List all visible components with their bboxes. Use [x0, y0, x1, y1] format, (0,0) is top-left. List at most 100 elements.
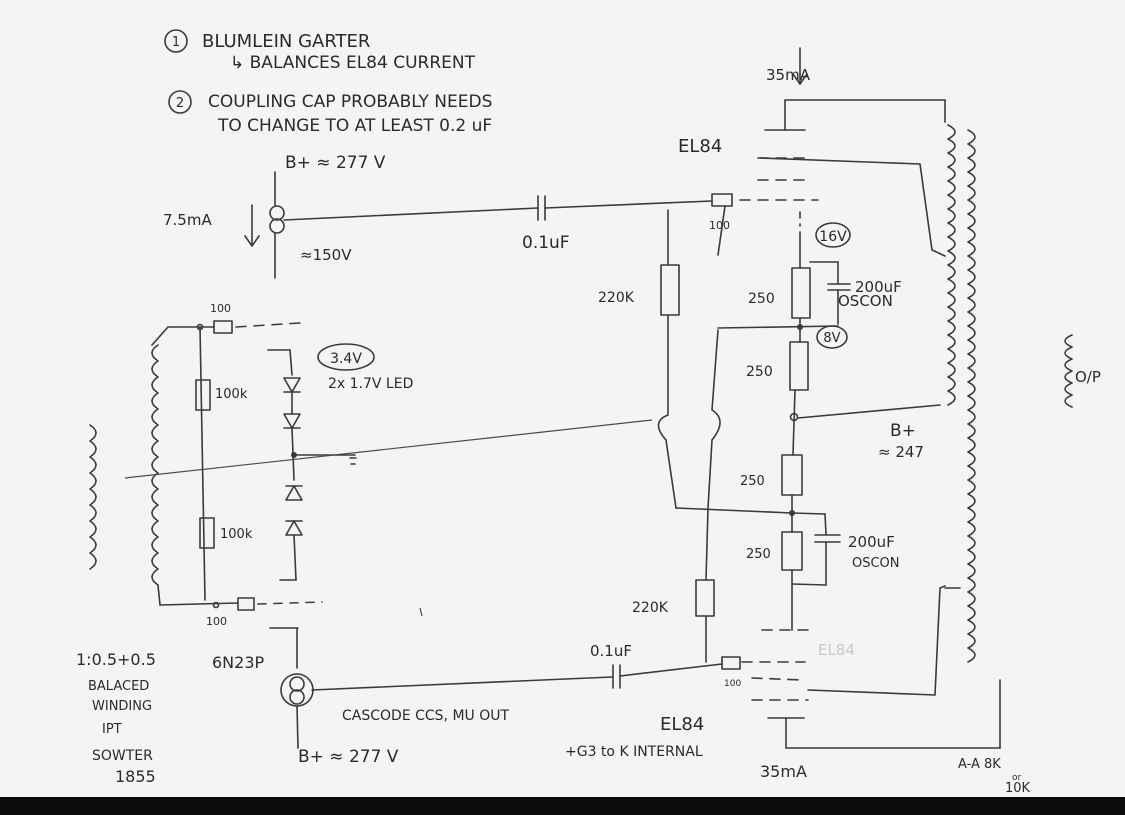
cap1-value: 200uF	[855, 278, 902, 296]
current-arrow-left-head	[244, 235, 260, 247]
led-string-bottom	[293, 534, 297, 581]
stray-mark	[419, 607, 423, 617]
bottom-black-bar	[0, 797, 1125, 815]
note-2-circle	[168, 90, 192, 114]
grid-stopper-top	[711, 193, 733, 207]
output-transformer-primary-upper	[947, 124, 956, 406]
bottom-grid-2	[751, 677, 803, 681]
bplus-right-line2: ≈ 247	[878, 443, 924, 461]
cathode-resistor-4-label: 250	[746, 547, 771, 562]
junction-dot-2	[789, 412, 799, 422]
cathode-resistor-2	[789, 341, 809, 391]
coupling-cap-bottom-label: 0.1uF	[590, 642, 632, 660]
led-diode-1	[283, 377, 301, 393]
top-signal-wire-a	[283, 207, 539, 221]
mid-node-wire	[717, 325, 839, 329]
load-line1: A-A 8K	[958, 757, 1001, 772]
grid-resistor-bottom	[695, 579, 715, 617]
input-top-dash	[235, 322, 301, 328]
grid-stopper-in-top-label: 100	[210, 302, 231, 315]
mid-signal-wire	[124, 419, 653, 479]
output-label: O/P	[1075, 368, 1101, 386]
note-1-line2: ↳ BALANCES EL84 CURRENT	[230, 53, 476, 73]
cathode-resistor-1	[791, 267, 811, 319]
bplus-top-left-label: B+ ≈ 277 V	[285, 153, 386, 173]
cap-voltage-top-circle	[815, 222, 851, 248]
input-divider-rail	[199, 326, 206, 601]
led-label: 2x 1.7V LED	[328, 376, 413, 392]
current-right-label: 35mA	[766, 66, 811, 84]
led-diode-3	[285, 485, 303, 501]
bottom-bplus-wire	[296, 705, 299, 749]
cap2-top-lead	[791, 512, 826, 515]
grid-stopper-in-bottom	[237, 597, 255, 611]
tube-bottom-label: EL84	[660, 714, 704, 735]
screen-wire	[759, 157, 946, 257]
note-2-line1: COUPLING CAP PROBABLY NEEDS	[208, 92, 492, 112]
load-line2: or	[1012, 773, 1022, 783]
bplus-right-wire	[797, 404, 941, 419]
input-resistor-bottom-label: 100k	[220, 527, 253, 542]
transformer-line2: BALACED	[88, 679, 149, 694]
cathode-resistor-4	[781, 531, 803, 571]
current-bottom-label: 35mA	[760, 762, 807, 781]
crossover-wire	[705, 329, 721, 581]
cap2-bottom-lead	[791, 583, 827, 586]
grid-resistor-top-down	[657, 314, 677, 509]
current-left-label: 7.5mA	[163, 211, 212, 229]
cathode-resistor-2-label: 250	[746, 364, 773, 380]
cap-voltage-mid-circle	[816, 325, 848, 349]
input-resistor-top	[195, 379, 211, 411]
output-secondary-winding	[1064, 334, 1073, 408]
top-grid-down-wire	[717, 205, 726, 256]
cap-voltage-top: 16V	[819, 229, 847, 245]
note-1-circle	[164, 29, 188, 53]
led-string-top	[289, 349, 293, 376]
ccs-note: CASCODE CCS, MU OUT	[342, 708, 509, 724]
bottom-signal-wire-a	[311, 676, 613, 691]
schematic-drawing: 1 BLUMLEIN GARTER ↳ BALANCES EL84 CURREN…	[76, 29, 1101, 796]
led-voltage: 3.4V	[330, 351, 362, 367]
note-1-number: 1	[172, 35, 180, 50]
ccs-bottom-circle-1	[289, 676, 305, 692]
stack-wire-2	[792, 389, 796, 456]
lower-node-wire	[675, 507, 793, 514]
cap2-value: 200uF	[848, 533, 895, 551]
cathode-resistor-3-label: 250	[740, 474, 765, 489]
bplus-right-line1: B+	[890, 421, 916, 441]
grid-resistor-bottom-label: 220K	[632, 600, 669, 616]
ccs-top-circle-2	[269, 218, 285, 234]
input-transformer-primary	[89, 424, 97, 570]
load-line3: 10K	[1005, 781, 1031, 796]
note-2-number: 2	[176, 96, 184, 111]
input-bottom-wire	[159, 602, 239, 606]
note-1-line1: BLUMLEIN GARTER	[202, 31, 370, 52]
cap1-type: OSCON	[838, 292, 893, 310]
tube-6n-label: 6N23P	[212, 653, 265, 672]
cathode-resistor-1-label: 250	[748, 291, 775, 307]
grid-stopper-in-bottom-label: 100	[206, 615, 227, 628]
transformer-line4: IPT	[102, 722, 122, 737]
secondary-bottom-lead	[157, 584, 161, 606]
grid-resistor-top	[660, 264, 680, 316]
led-voltage-circle	[317, 343, 375, 371]
transformer-line6: 1855	[115, 767, 156, 786]
bottom-screen-wire	[807, 585, 946, 696]
current-arrow-right-head	[792, 73, 808, 85]
bottom-signal-wire-b	[619, 663, 723, 677]
faint-tube-label: EL84	[818, 641, 855, 659]
transformer-line3: WINDING	[92, 699, 152, 714]
transformer-line1: 1:0.5+0.5	[76, 650, 156, 669]
cap2-type: OSCON	[852, 556, 900, 571]
paper-sheet	[0, 0, 1125, 797]
input-transformer-secondary	[151, 344, 159, 586]
tube-top-label: EL84	[678, 136, 722, 157]
top-signal-wire-b	[544, 200, 713, 209]
grid-stopper-top-label: 100	[709, 219, 730, 232]
input-resistor-bottom	[199, 517, 215, 549]
ccs-top-circle-1	[269, 205, 285, 221]
input-node-bottom	[212, 601, 220, 609]
input-bottom-dash	[257, 601, 323, 605]
cathode-resistor-3	[781, 454, 803, 496]
cap-voltage-mid: 8V	[823, 331, 840, 346]
